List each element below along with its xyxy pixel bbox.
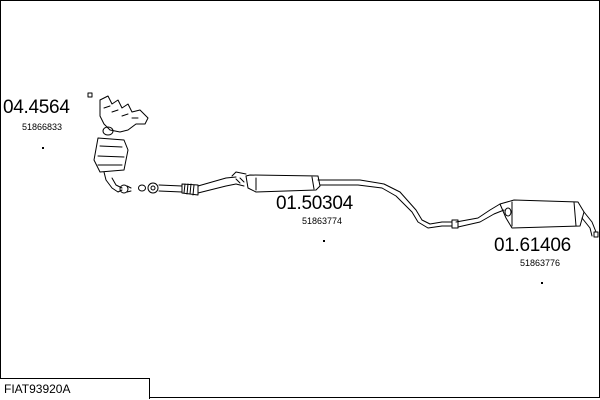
oem-number-middle-silencer: 51863774 [302,216,343,226]
diagram-id-box: FIAT93920A [0,378,150,399]
leader-dot [42,147,44,149]
part-number-rear-silencer: 01.61406 [494,235,571,256]
middle-silencer-drawing [138,171,443,229]
rear-silencer-drawing [441,199,599,238]
leader-dot [541,282,543,284]
diagram-id: FIAT93920A [4,382,71,396]
manifold-catalyst-drawing [87,92,149,194]
leader-dot [323,240,325,242]
oem-number-rear-silencer: 51863776 [520,258,561,268]
part-number-catalyst: 04.4564 [3,97,70,118]
oem-number-catalyst: 51866833 [22,122,63,132]
part-number-middle-silencer: 01.50304 [276,193,353,214]
